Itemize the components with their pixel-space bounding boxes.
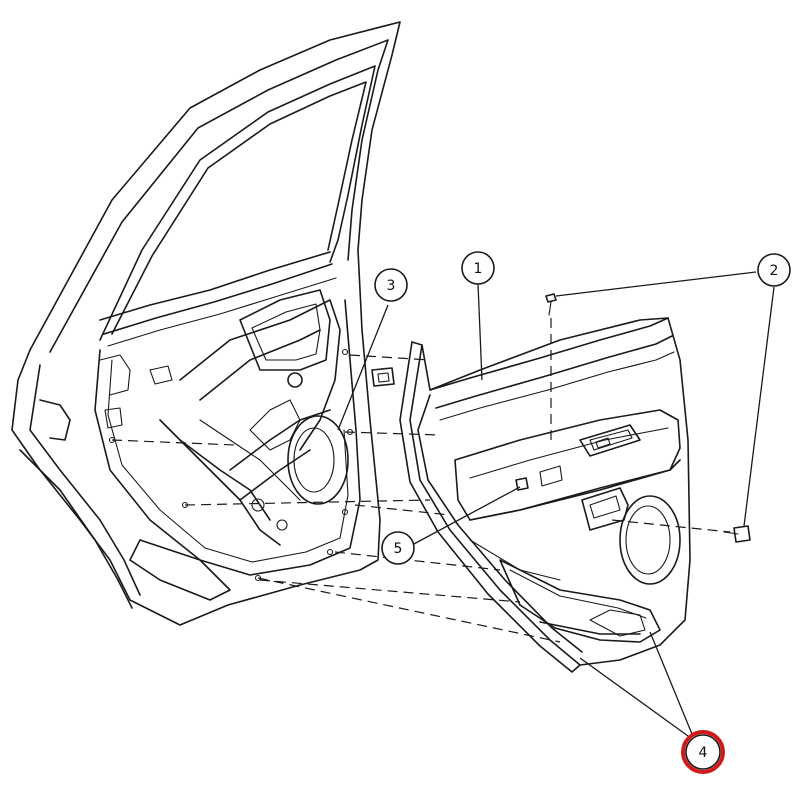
callout-4-highlight-ring bbox=[681, 730, 725, 774]
callout-label-3: 3 bbox=[387, 278, 396, 294]
callout-label-2: 2 bbox=[770, 263, 779, 279]
callout-4: 4 bbox=[681, 730, 725, 774]
callout-label-4: 4 bbox=[699, 745, 708, 761]
callout-5: 5 bbox=[381, 531, 415, 565]
door-shell bbox=[11, 21, 401, 626]
callout-1: 1 bbox=[461, 251, 495, 285]
door-trim-panel bbox=[399, 317, 691, 673]
callout-label-1: 1 bbox=[474, 261, 483, 277]
callout-3: 3 bbox=[374, 268, 408, 302]
fasteners bbox=[515, 293, 751, 543]
leader-lines bbox=[337, 271, 775, 737]
callout-label-5: 5 bbox=[394, 541, 403, 557]
callout-2: 2 bbox=[757, 253, 791, 287]
assembly-lines bbox=[111, 318, 731, 643]
